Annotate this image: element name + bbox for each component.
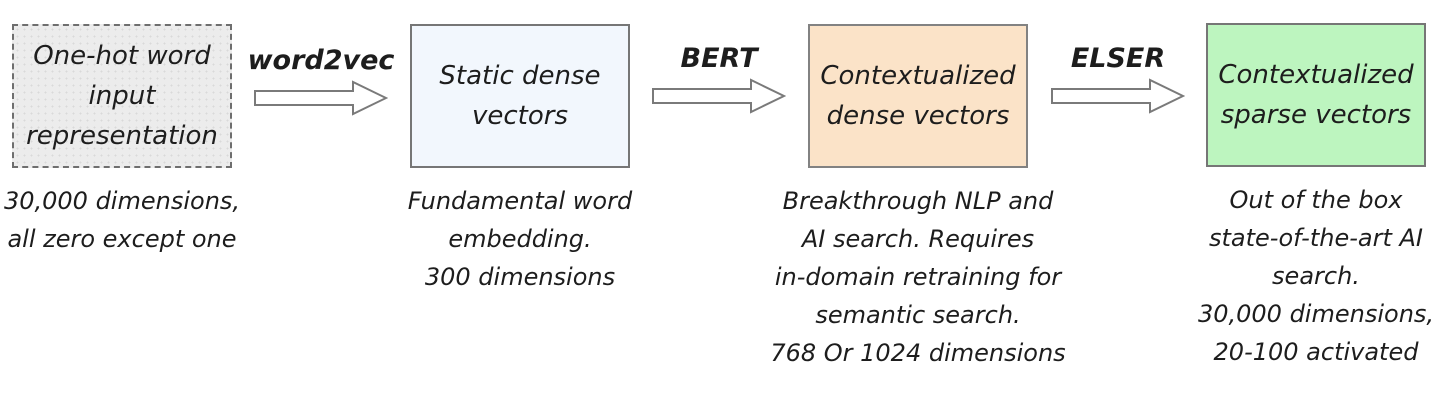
- contextualized-dense-vectors-title: Contextualized dense vectors: [820, 61, 1016, 131]
- arrow-bert-label: BERT: [680, 43, 758, 74]
- right-arrow-icon: [1051, 78, 1185, 114]
- contextualized-sparse-vectors-caption: Out of the box state-of-the-art AI searc…: [1197, 186, 1435, 366]
- arrow-elser-label: ELSER: [1070, 43, 1166, 74]
- contextualized-sparse-vectors-title: Contextualized sparse vectors: [1218, 60, 1414, 130]
- arrow-bert: BERT: [651, 44, 787, 114]
- arrow-elser: ELSER: [1050, 44, 1186, 114]
- one-hot-input-caption: 30,000 dimensions, all zero except one: [3, 187, 241, 253]
- node-contextualized-sparse-vectors: Contextualized sparse vectors Out of the…: [1156, 23, 1440, 371]
- right-arrow-icon: [652, 78, 786, 114]
- static-dense-vectors-title: Static dense vectors: [439, 61, 601, 131]
- static-dense-vectors-caption: Fundamental word embedding. 300 dimensio…: [407, 187, 633, 291]
- one-hot-input-box: One-hot word input representation: [12, 24, 232, 168]
- static-dense-vectors-box: Static dense vectors: [410, 24, 630, 168]
- arrow-word2vec: word2vec: [248, 46, 394, 116]
- right-arrow-icon: [254, 80, 388, 116]
- node-one-hot-input: One-hot word input representation 30,000…: [0, 24, 282, 258]
- contextualized-sparse-vectors-box: Contextualized sparse vectors: [1206, 23, 1426, 167]
- contextualized-dense-vectors-box: Contextualized dense vectors: [808, 24, 1028, 168]
- node-contextualized-dense-vectors: Contextualized dense vectors Breakthroug…: [758, 24, 1078, 372]
- contextualized-dense-vectors-caption: Breakthrough NLP and AI search. Requires…: [770, 187, 1066, 367]
- one-hot-input-title: One-hot word input representation: [26, 41, 218, 151]
- node-static-dense-vectors: Static dense vectors Fundamental word em…: [360, 24, 680, 296]
- arrow-word2vec-label: word2vec: [247, 45, 395, 76]
